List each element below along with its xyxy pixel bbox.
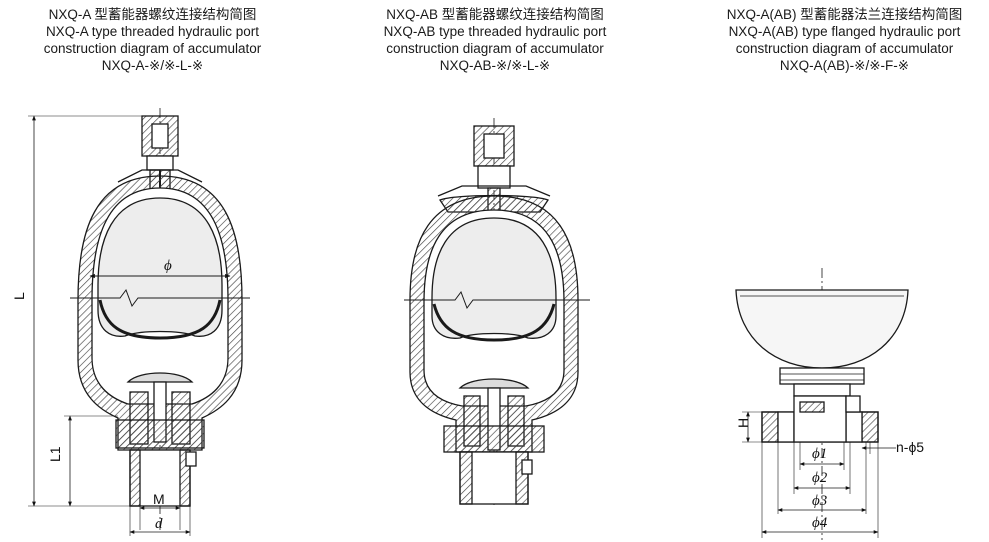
dim-label-phi: ϕ — [164, 258, 172, 274]
dim-label-phi4: ϕ4 — [812, 515, 828, 531]
caption-f-model: NXQ-A(AB)-※/※-F-※ — [779, 58, 910, 73]
dim-label-phi2: ϕ2 — [812, 470, 828, 486]
diagram-nxq-ab — [404, 118, 590, 505]
caption-nxq-a: NXQ-A 型蓄能器螺纹连接结构简图 NXQ-A type threaded h… — [0, 6, 305, 74]
shell-bottom-f — [735, 289, 909, 369]
dim-label-L1: L1 — [47, 446, 63, 462]
caption-f-zh: NXQ-A(AB) 型蓄能器法兰连接结构简图 — [726, 7, 963, 22]
bladder-a — [97, 197, 223, 337]
caption-a-en1: NXQ-A type threaded hydraulic port — [45, 24, 260, 39]
caption-ab-en1: NXQ-AB type threaded hydraulic port — [383, 24, 607, 39]
caption-ab-model: NXQ-AB-※/※-L-※ — [439, 58, 551, 73]
diagram-nxq-f — [735, 268, 909, 540]
caption-nxq-ab: NXQ-AB 型蓄能器螺纹连接结构简图 NXQ-AB type threaded… — [340, 6, 650, 74]
dim-label-H: H — [735, 418, 751, 428]
caption-f-en2: construction diagram of accumulator — [735, 41, 954, 56]
lock-nut-ab — [443, 425, 545, 453]
dim-label-L: L — [11, 292, 27, 300]
bladder-ab — [431, 217, 557, 339]
caption-f-en1: NXQ-A(AB) type flanged hydraulic port — [728, 24, 961, 39]
dim-label-M: M — [153, 491, 165, 507]
caption-a-model: NXQ-A-※/※-L-※ — [101, 58, 204, 73]
caption-nxq-f: NXQ-A(AB) 型蓄能器法兰连接结构简图 NXQ-A(AB) type fl… — [700, 6, 989, 74]
dim-label-d: d — [155, 516, 163, 532]
caption-ab-en2: construction diagram of accumulator — [386, 41, 604, 56]
dim-label-phi3: ϕ3 — [812, 493, 827, 509]
caption-a-en2: construction diagram of accumulator — [43, 41, 262, 56]
caption-a-zh: NXQ-A 型蓄能器螺纹连接结构简图 — [48, 7, 257, 22]
diagram-nxq-a — [28, 108, 250, 536]
dim-label-n-phi5: n-ϕ5 — [896, 439, 924, 455]
lock-nut-a — [115, 419, 205, 449]
dim-label-phi1: ϕ1 — [812, 446, 827, 462]
caption-ab-zh: NXQ-AB 型蓄能器螺纹连接结构简图 — [386, 7, 604, 22]
